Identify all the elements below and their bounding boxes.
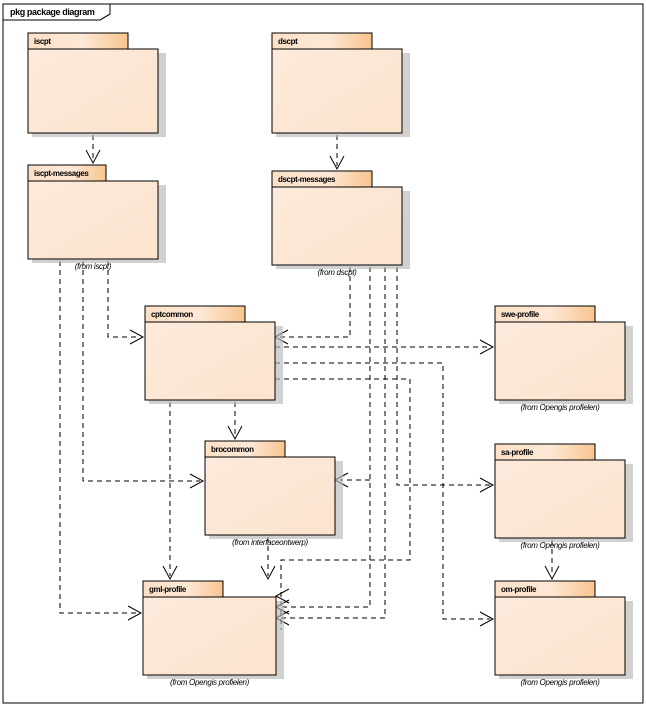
package-body [27,180,159,260]
package-name-label: cptcommon [151,310,193,319]
package-from-label: (from iscpt) [75,262,112,271]
package-name-label: dscpt [278,37,298,46]
package-om-profile[interactable]: om-profile (from Opengis profielen) [494,580,633,687]
package-body [494,596,626,676]
edge-cptcommon-to-swe-profile [275,339,495,355]
edge-iscpt-messages-to-gml-profile [59,243,143,621]
edge-dscpt-messages-to-sa-profile [396,249,495,493]
package-name-label: gml-profile [149,585,187,594]
edge-iscpt-messages-to-brocommon [82,243,205,489]
package-sa-profile[interactable]: sa-profile (from Opengis profielen) [494,443,633,550]
package-body [144,321,276,401]
edge-dscpt-messages-to-om-profile [274,249,386,626]
dependency-edges [59,117,560,630]
package-from-label: (from dscpt) [317,268,357,277]
diagram-frame: pkg package diagram [2,3,644,704]
package-iscpt[interactable]: iscpt [27,32,166,137]
edge-cptcommon-to-om-profile [275,362,495,627]
package-body [494,459,626,539]
edge-cptcommon-lower-route [275,378,411,630]
package-dscpt-messages[interactable]: dscpt-messages (from dscpt) [271,170,410,277]
package-name-label: om-profile [501,585,537,594]
package-body [271,48,403,134]
package-name-label: sa-profile [501,448,534,457]
frame-title-label: pkg package diagram [10,7,95,17]
package-from-label: (from Opengis profielen) [520,541,600,550]
edge-dscpt-to-dscpt-messages [329,117,345,171]
package-name-label: swe-profile [501,310,540,319]
edge-gml-inbound-bundle [274,588,290,604]
edge-cptcommon-to-gml-profile [162,384,178,581]
edge-dscpt-messages-to-gml-profile [274,249,371,615]
package-name-label: iscpt [34,37,51,46]
edge-iscpt-to-iscpt-messages [85,117,101,165]
package-swe-profile[interactable]: swe-profile (from Opengis profielen) [494,305,633,412]
package-iscpt-messages[interactable]: iscpt-messages (from iscpt) [27,164,166,271]
package-from-label: (from interfaceontwerp) [232,538,308,547]
package-body [494,321,626,401]
package-name-label: dscpt-messages [278,175,336,184]
package-from-label: (from Opengis profielen) [520,678,600,687]
package-body [27,48,159,134]
package-cptcommon[interactable]: cptcommon [144,305,283,404]
package-body [142,596,277,676]
package-dscpt[interactable]: dscpt [271,32,410,137]
package-brocommon[interactable]: brocommon (from interfaceontwerp) [204,440,343,547]
package-body [271,186,403,266]
edge-iscpt-messages-to-cptcommon [107,243,145,345]
edge-cptcommon-to-brocommon [227,384,243,441]
package-from-label: (from Opengis profielen) [170,678,250,687]
package-boxes: iscpt dscpt iscpt-messages (from iscpt) dscp… [27,32,633,687]
package-name-label: brocommon [211,445,254,454]
package-from-label: (from Opengis profielen) [520,403,600,412]
package-body [204,456,336,536]
package-gml-profile[interactable]: gml-profile (from Opengis profielen) [142,580,284,687]
package-name-label: iscpt-messages [34,169,89,178]
